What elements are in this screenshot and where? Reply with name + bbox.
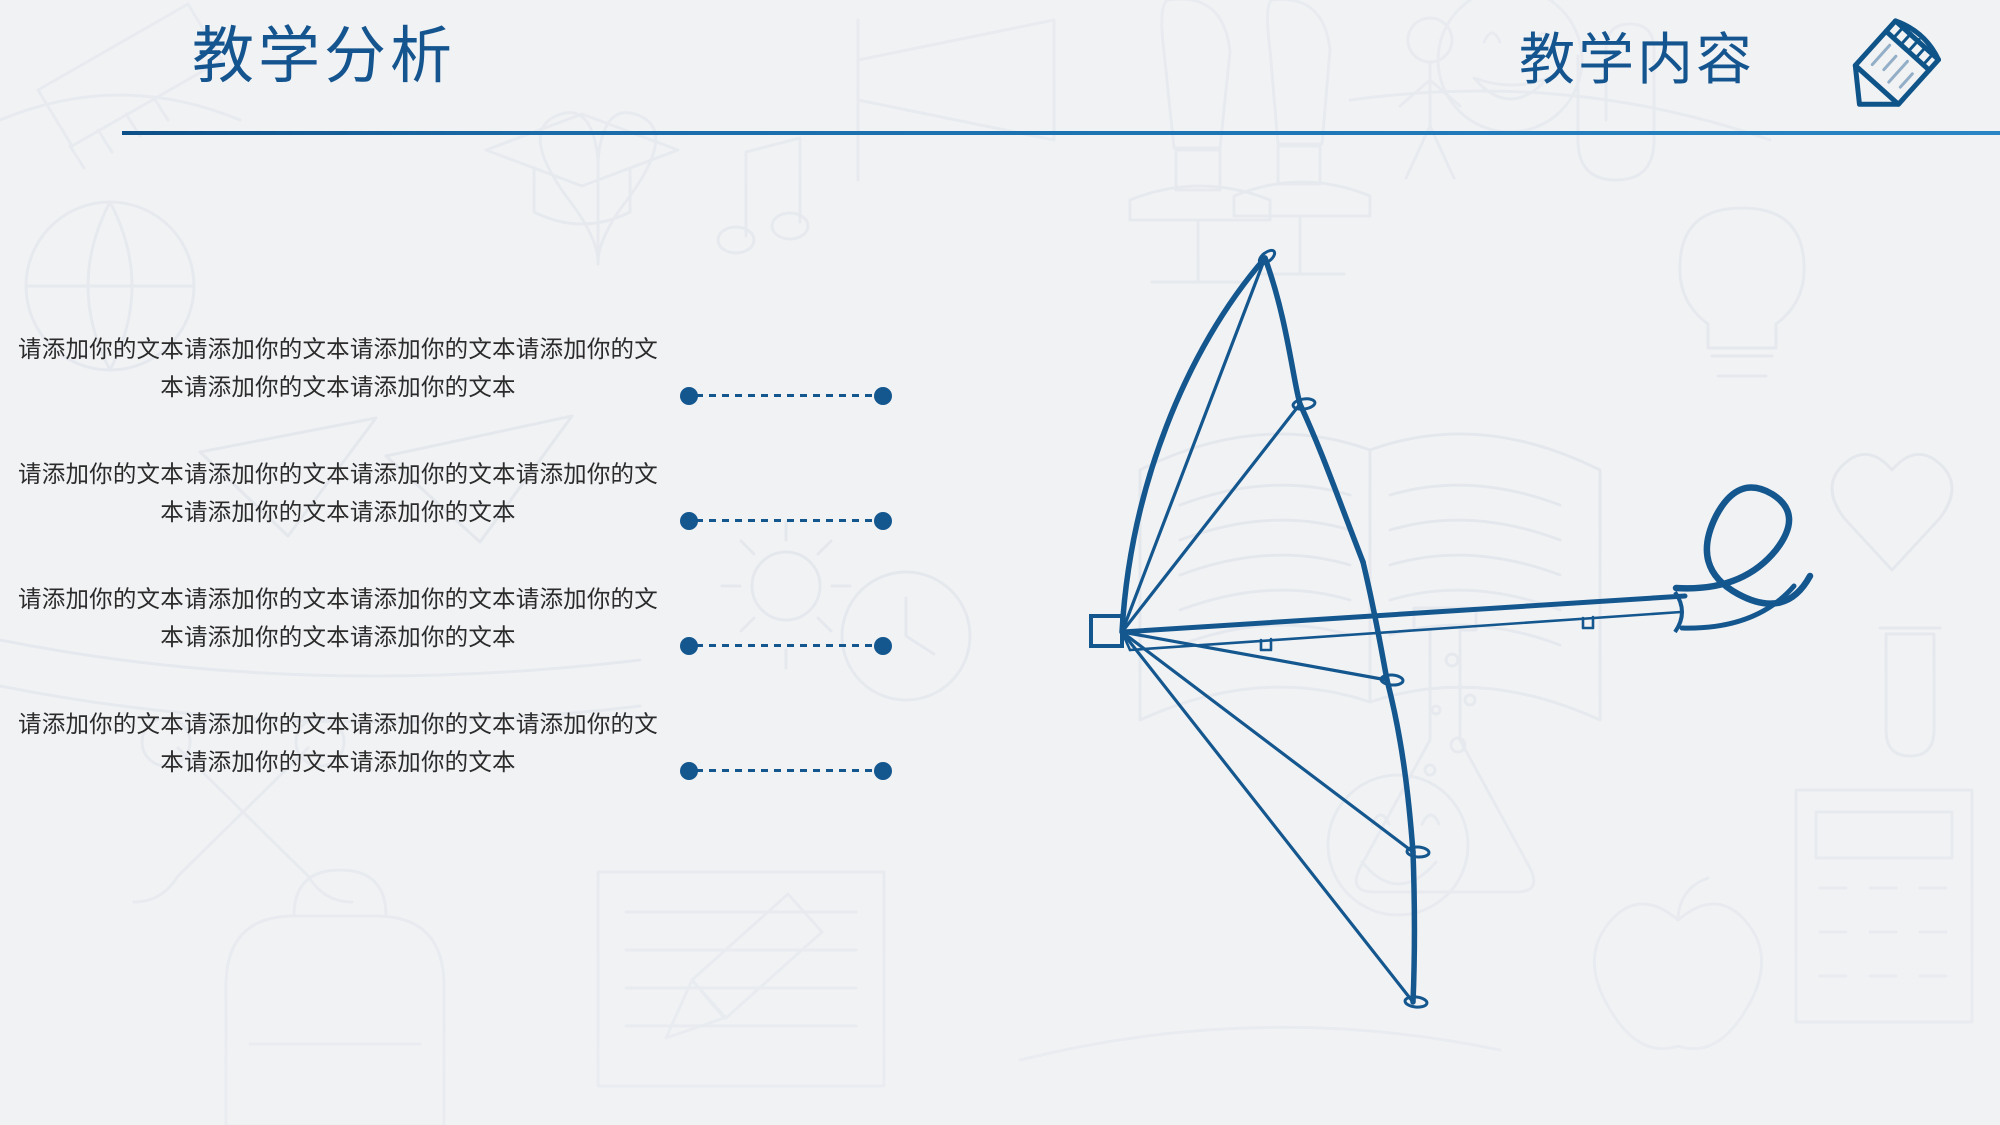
umbrella-illustration [1075, 240, 1835, 1030]
bullet-row-2: 请添加你的文本请添加你的文本请添加你的文本请添加你的文本请添加你的文本请添加你的… [0, 455, 900, 580]
bullet-text-3: 请添加你的文本请添加你的文本请添加你的文本请添加你的文本请添加你的文本请添加你的… [18, 586, 658, 651]
bullet-text-1: 请添加你的文本请添加你的文本请添加你的文本请添加你的文本请添加你的文本请添加你的… [18, 336, 658, 401]
bullet-rows: 请添加你的文本请添加你的文本请添加你的文本请添加你的文本请添加你的文本请添加你的… [0, 330, 900, 830]
connector-line-2 [680, 511, 892, 531]
connector-dot-right-3 [874, 637, 892, 655]
connector-dash-4 [696, 769, 876, 772]
connector-dash-3 [696, 644, 876, 647]
bullet-text-2: 请添加你的文本请添加你的文本请添加你的文本请添加你的文本请添加你的文本请添加你的… [18, 461, 658, 526]
bullet-row-4: 请添加你的文本请添加你的文本请添加你的文本请添加你的文本请添加你的文本请添加你的… [0, 705, 900, 830]
header-divider [122, 131, 2000, 135]
connector-line-4 [680, 761, 892, 781]
connector-line-1 [680, 386, 892, 406]
connector-dot-right-1 [874, 387, 892, 405]
connector-dash-1 [696, 394, 876, 397]
page-title-right: 教学内容 [1519, 28, 1755, 91]
connector-dot-right-2 [874, 512, 892, 530]
bullet-row-1: 请添加你的文本请添加你的文本请添加你的文本请添加你的文本请添加你的文本请添加你的… [0, 330, 900, 455]
bullet-text-4: 请添加你的文本请添加你的文本请添加你的文本请添加你的文本请添加你的文本请添加你的… [18, 711, 658, 776]
slide-header: 教学分析 教学内容 [0, 0, 2000, 150]
connector-dash-2 [696, 519, 876, 522]
bullet-row-3: 请添加你的文本请添加你的文本请添加你的文本请添加你的文本请添加你的文本请添加你的… [0, 580, 900, 705]
pencil-icon [1834, 16, 1942, 120]
page-title-left: 教学分析 [192, 22, 457, 91]
connector-line-3 [680, 636, 892, 656]
connector-dot-right-4 [874, 762, 892, 780]
